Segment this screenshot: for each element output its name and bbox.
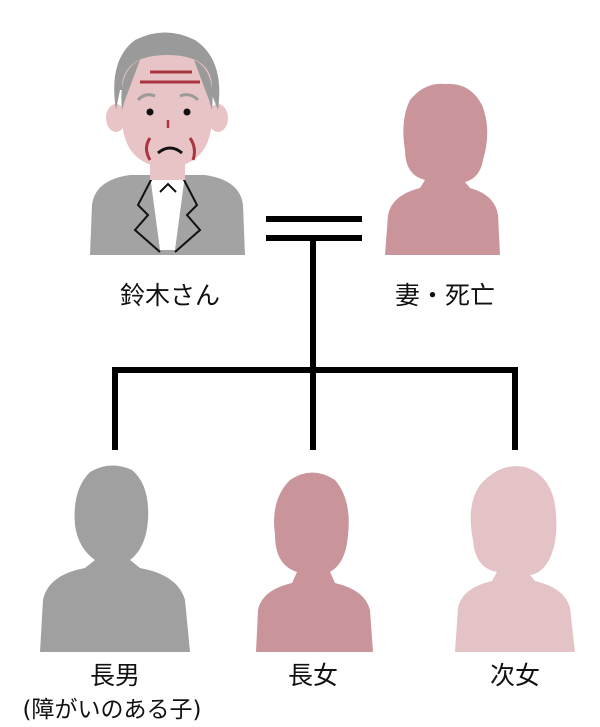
- son-note: (障がいのある子): [22, 697, 202, 723]
- son-label: 長男: [89, 661, 141, 690]
- wife-silhouette: [385, 83, 500, 255]
- father-figure: [90, 32, 245, 255]
- son-silhouette: [40, 465, 190, 652]
- eldest-daughter-silhouette: [256, 472, 373, 652]
- father-label: 鈴木さん: [119, 281, 221, 310]
- eldest-daughter-label: 長女: [287, 661, 339, 690]
- second-daughter-silhouette: [455, 466, 575, 652]
- wife-label: 妻・死亡: [394, 281, 496, 310]
- second-daughter-label: 次女: [489, 661, 541, 690]
- tree-lines: [112, 216, 518, 450]
